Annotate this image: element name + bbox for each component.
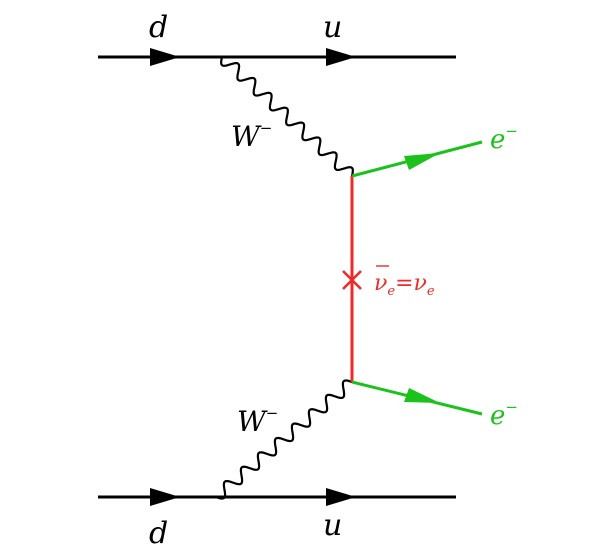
neutrino-symbol: ν	[414, 271, 427, 296]
top-w-boson-label: W−	[231, 119, 272, 153]
top-quark-line	[98, 48, 456, 66]
antineutrino-subscript: e	[387, 284, 395, 299]
top-incoming-quark-label: d	[149, 10, 168, 45]
top-w-boson-symbol: W	[231, 120, 262, 153]
bottom-electron-line	[351, 380, 483, 416]
bottom-electron-symbol: e	[490, 401, 505, 431]
bottom-outgoing-arrow-icon	[326, 488, 356, 506]
neutrino-equals: =	[395, 271, 413, 296]
bottom-electron-arrow-icon	[404, 388, 440, 403]
bottom-incoming-quark-label: d	[149, 516, 168, 551]
bottom-w-boson-propagator	[215, 379, 353, 500]
top-incoming-arrow-icon	[150, 48, 180, 66]
bottom-incoming-arrow-icon	[150, 488, 180, 506]
top-electron-label: e−	[490, 122, 518, 155]
neutrino-subscript: e	[427, 284, 435, 299]
bottom-w-boson-charge: −	[266, 404, 279, 422]
bottom-electron-charge: −	[505, 398, 518, 416]
top-electron-arrow-icon	[404, 153, 440, 170]
bottom-w-boson-symbol: W	[237, 405, 268, 438]
top-w-boson-propagator	[220, 56, 354, 177]
top-electron-symbol: e	[490, 125, 505, 155]
bottom-w-boson-label: W−	[237, 404, 278, 438]
bottom-quark-line	[98, 488, 456, 506]
neutrino-label: νe=νe	[374, 271, 435, 299]
top-electron-line	[351, 140, 483, 178]
top-electron-charge: −	[505, 122, 518, 140]
top-outgoing-quark-label: u	[323, 10, 342, 45]
top-w-boson-charge: −	[260, 119, 273, 137]
bottom-outgoing-quark-label: u	[323, 508, 342, 543]
cross-icon	[342, 270, 362, 290]
antineutrino-symbol: ν	[374, 271, 387, 296]
bottom-electron-label: e−	[490, 398, 518, 431]
top-outgoing-arrow-icon	[326, 48, 356, 66]
